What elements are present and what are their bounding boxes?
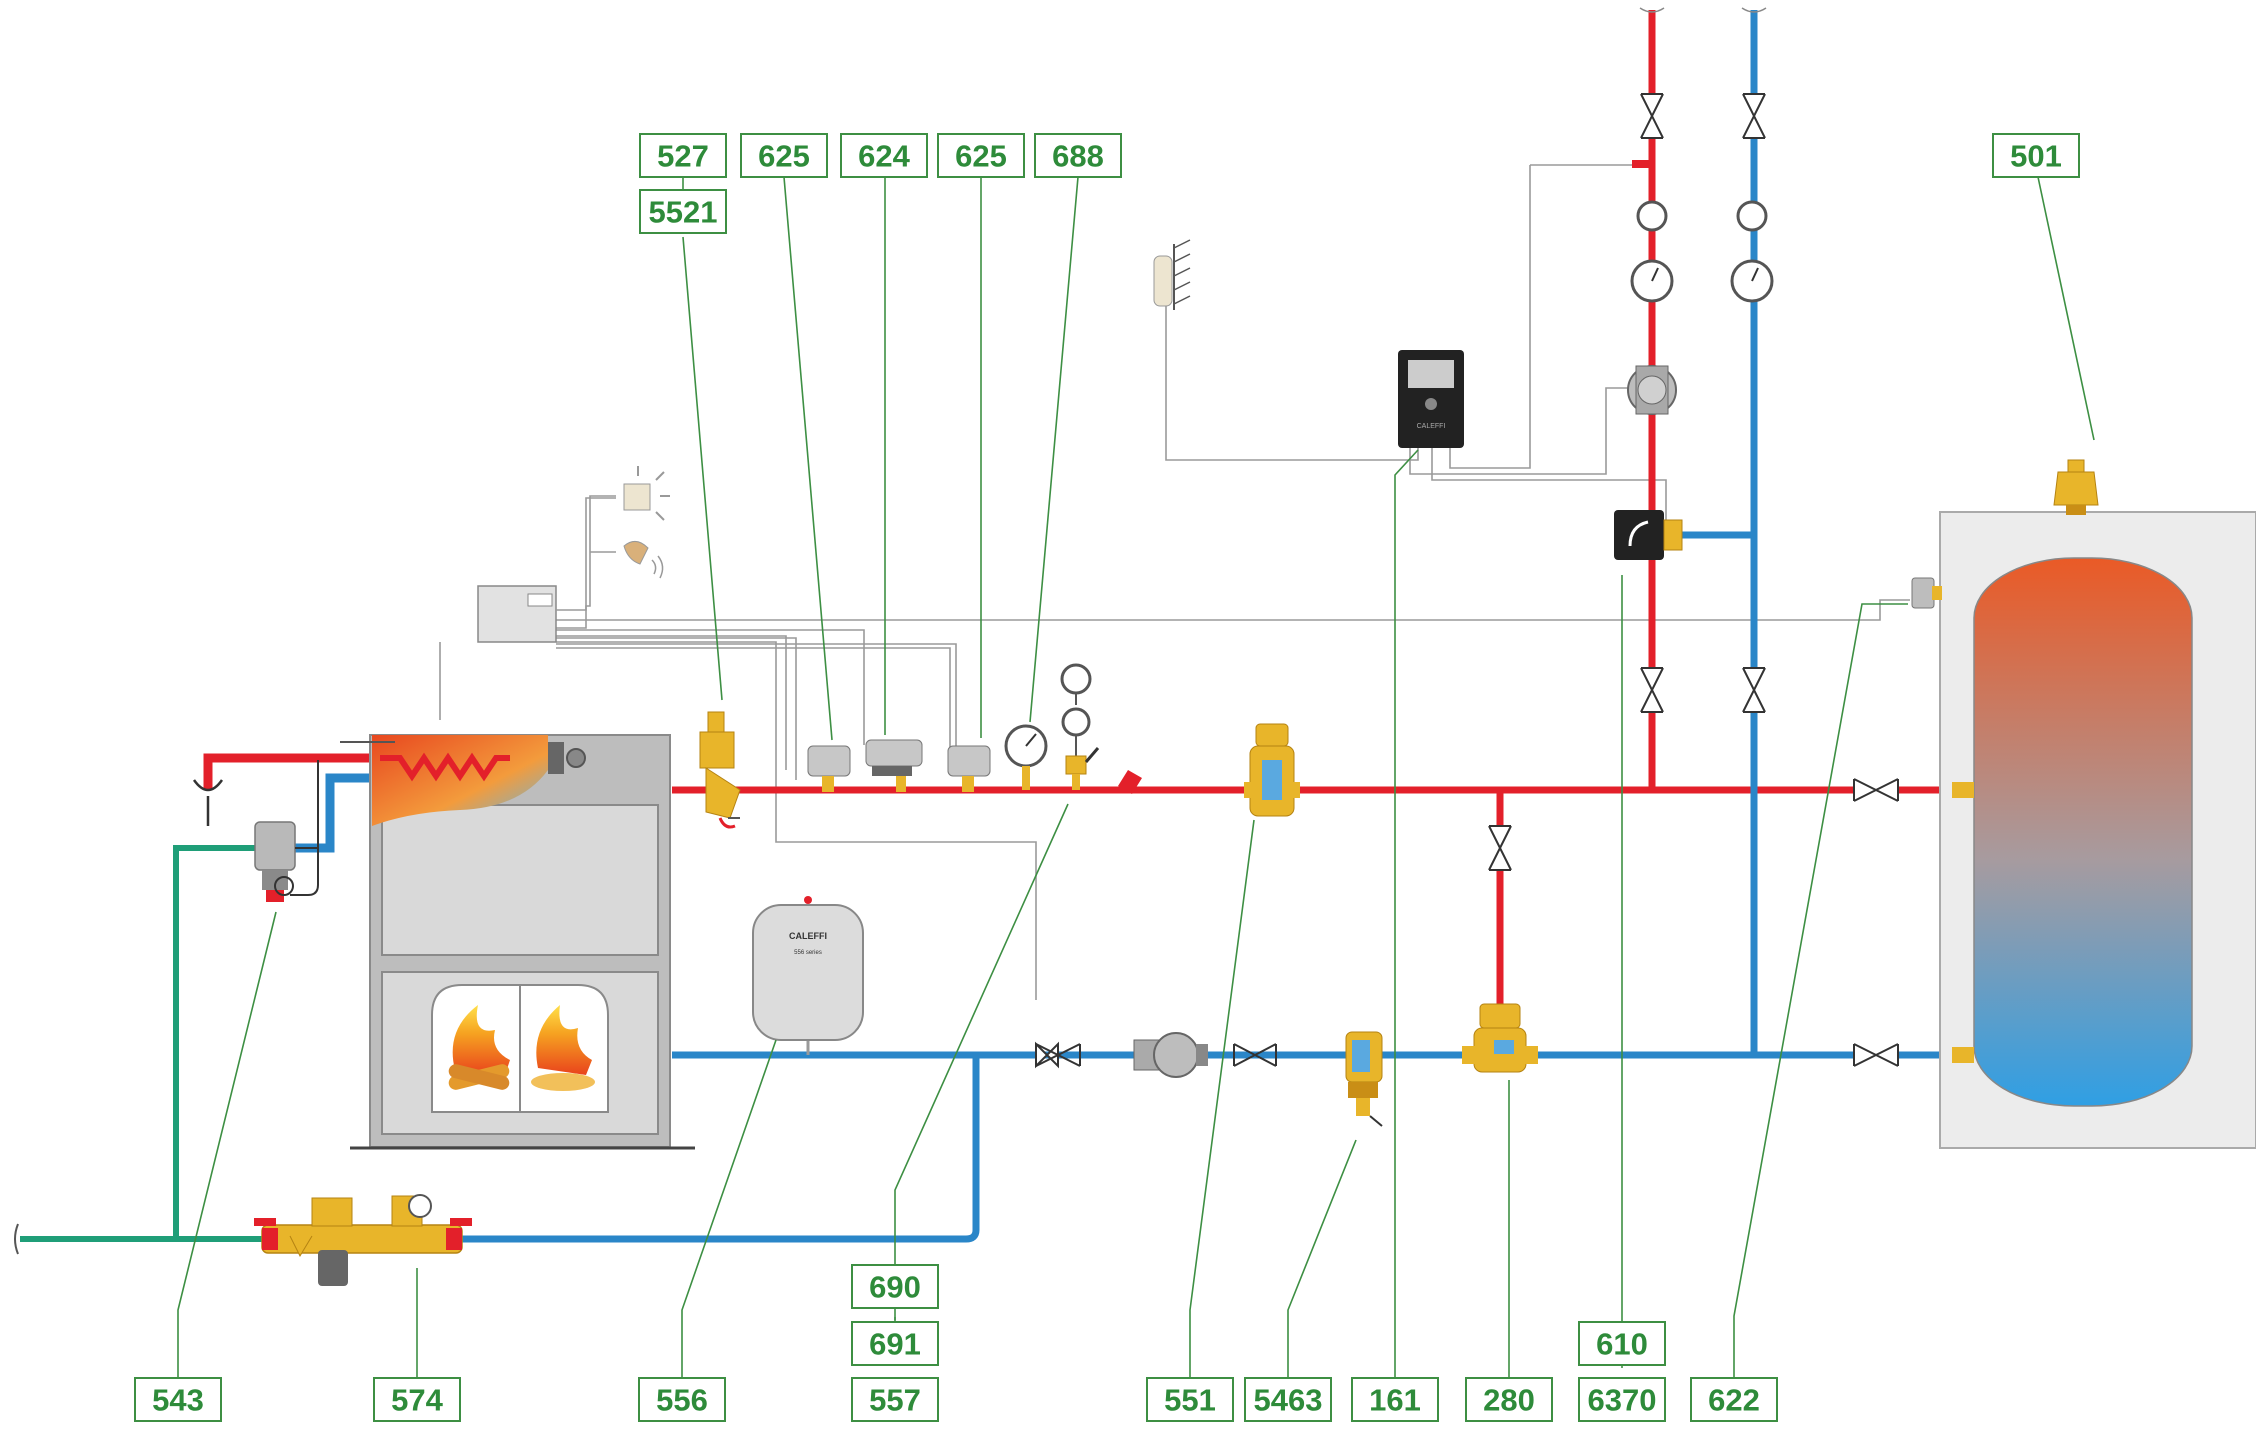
pressure-gauge-assembly: [1060, 663, 1100, 790]
callout-labels: 527 5521 625 624 625 688 501 690 691 557…: [134, 133, 2080, 1422]
svg-text:556: 556: [656, 1383, 708, 1418]
valve-return-1: [1035, 1041, 1081, 1069]
coil-icon: [380, 752, 510, 782]
controller-brand-text: CALEFFI: [1417, 423, 1446, 430]
flow-riser-instruments: [1630, 160, 1774, 303]
label-624: 624: [840, 133, 928, 178]
valve-flow-riser-top: [1640, 93, 1664, 139]
valve-tank-return: [1853, 1043, 1899, 1067]
svg-text:280: 280: [1483, 1383, 1535, 1418]
label-6370: 6370: [1578, 1377, 1666, 1422]
fill-line-pipe: [420, 1055, 980, 1243]
label-551: 551: [1146, 1377, 1234, 1422]
vessel-brand-text: CALEFFI: [789, 931, 827, 941]
thermometer: [1004, 724, 1048, 790]
svg-text:527: 527: [657, 139, 709, 174]
control-wiring: [439, 164, 1910, 1000]
svg-text:625: 625: [758, 139, 810, 174]
label-622: 622: [1690, 1377, 1778, 1422]
svg-text:691: 691: [869, 1327, 921, 1362]
boiler-circulator-pump: [1133, 1032, 1208, 1078]
climatic-controller: CALEFFI: [1398, 350, 1464, 448]
tank-air-vent: [2053, 459, 2099, 515]
label-625-right: 625: [937, 133, 1025, 178]
leader-lines: [177, 176, 2095, 1383]
valve-flow-riser-bottom: [1640, 667, 1664, 713]
svg-text:161: 161: [1369, 1383, 1421, 1418]
tank-temperature-probe: [1911, 577, 1942, 609]
thermostat-knob-icon: [566, 748, 586, 768]
label-557: 557: [851, 1377, 939, 1422]
svg-text:622: 622: [1708, 1383, 1760, 1418]
anti-condensation-valve: [1462, 1003, 1538, 1073]
flame-icon: [536, 1005, 592, 1075]
valve-bypass: [1488, 825, 1512, 871]
alarm-horn-icon: [623, 541, 664, 579]
isolation-valves: [1035, 93, 1899, 1069]
label-527: 527: [639, 133, 727, 178]
label-5463: 5463: [1244, 1377, 1332, 1422]
svg-text:551: 551: [1164, 1383, 1216, 1418]
boiler-control-panel: [477, 497, 616, 643]
cold-water-branch-pipe: [173, 845, 270, 1239]
pressure-gauge-icon: [408, 1194, 432, 1218]
pressure-switch-right: [947, 745, 991, 792]
thermal-discharge-valve: [254, 760, 319, 902]
dirt-separator: [1345, 1031, 1383, 1127]
svg-text:5521: 5521: [649, 195, 718, 230]
expansion-vessel: CALEFFI 556 series: [752, 896, 864, 1041]
svg-text:625: 625: [955, 139, 1007, 174]
valve-tank-flow: [1853, 778, 1899, 802]
svg-text:690: 690: [869, 1270, 921, 1305]
pressure-switch-left: [807, 745, 851, 792]
vessel-series-text: 556 series: [794, 950, 822, 956]
backflow-preventer-group: [254, 1194, 472, 1286]
label-543: 543: [134, 1377, 222, 1422]
thermometer-dial-icon: [1736, 200, 1768, 232]
minimum-pressure-switch: [865, 739, 923, 792]
boiler-return-stub: [290, 773, 375, 853]
valve-return-riser-top: [1742, 93, 1766, 139]
label-688: 688: [1034, 133, 1122, 178]
svg-text:688: 688: [1052, 139, 1104, 174]
label-5521: 5521: [639, 189, 727, 234]
boiler-flow-stub: [203, 753, 375, 790]
svg-text:6370: 6370: [1588, 1383, 1657, 1418]
label-556: 556: [638, 1377, 726, 1422]
alarm-lamp-icon: [623, 466, 670, 521]
buffer-storage-tank: [1911, 459, 2256, 1149]
label-280: 280: [1465, 1377, 1553, 1422]
drain-cock-icon: [1118, 770, 1142, 794]
mixing-valve-actuator: [1614, 510, 1683, 560]
label-690: 690: [851, 1264, 939, 1309]
label-691: 691: [851, 1321, 939, 1366]
svg-text:543: 543: [152, 1383, 204, 1418]
label-625-left: 625: [740, 133, 828, 178]
svg-text:5463: 5463: [1254, 1383, 1323, 1418]
pressure-gauge-icon: [1060, 663, 1092, 695]
valve-return-2: [1233, 1043, 1277, 1067]
svg-text:610: 610: [1596, 1327, 1648, 1362]
heating-circulator-pump: [1627, 365, 1677, 415]
drain-funnel-icon: [192, 779, 224, 826]
wood-boiler: [340, 734, 695, 1150]
air-separator: [1244, 723, 1300, 817]
outdoor-temperature-sensor: [1153, 239, 1191, 310]
label-501: 501: [1992, 133, 2080, 178]
pellets-icon: [531, 1073, 595, 1091]
svg-text:557: 557: [869, 1383, 921, 1418]
svg-text:574: 574: [391, 1383, 443, 1418]
svg-text:501: 501: [2010, 139, 2062, 174]
svg-text:624: 624: [858, 139, 910, 174]
label-610: 610: [1578, 1321, 1666, 1366]
safety-valve: [699, 711, 741, 829]
label-574: 574: [373, 1377, 461, 1422]
thermometer-dial-icon: [1636, 200, 1668, 232]
label-161: 161: [1351, 1377, 1439, 1422]
valve-return-riser-bottom: [1742, 667, 1766, 713]
flame-icon: [452, 1005, 510, 1075]
